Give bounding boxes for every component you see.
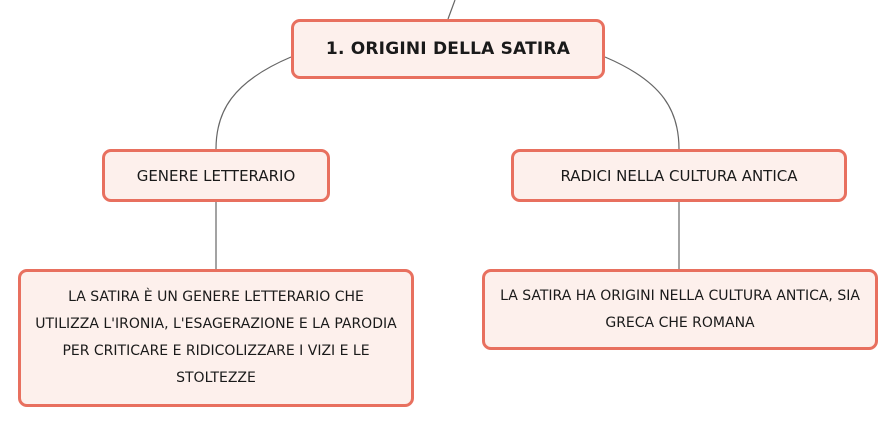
subtopic-node-radici-description[interactable]: LA SATIRA HA ORIGINI NELLA CULTURA ANTIC…: [482, 269, 878, 350]
subtopic-label-genere-description: LA SATIRA È UN GENERE LETTERARIO CHE UTI…: [35, 289, 397, 386]
central-topic-label: 1. ORIGINI DELLA SATIRA: [325, 39, 571, 59]
connector-root-to-radici: [604, 56, 680, 150]
topic-node-radici-cultura-antica[interactable]: RADICI NELLA CULTURA ANTICA: [511, 149, 847, 202]
connector-root-to-genere: [215, 56, 292, 150]
connector-parent-to-root: [447, 0, 456, 20]
topic-label-genere-letterario: GENERE LETTERARIO: [136, 166, 296, 185]
subtopic-label-radici-description: LA SATIRA HA ORIGINI NELLA CULTURA ANTIC…: [500, 287, 860, 331]
topic-label-radici-cultura-antica: RADICI NELLA CULTURA ANTICA: [560, 166, 798, 185]
topic-node-genere-letterario[interactable]: GENERE LETTERARIO: [102, 149, 330, 202]
subtopic-node-genere-description[interactable]: LA SATIRA È UN GENERE LETTERARIO CHE UTI…: [18, 269, 414, 407]
central-topic-node[interactable]: 1. ORIGINI DELLA SATIRA: [291, 19, 605, 79]
